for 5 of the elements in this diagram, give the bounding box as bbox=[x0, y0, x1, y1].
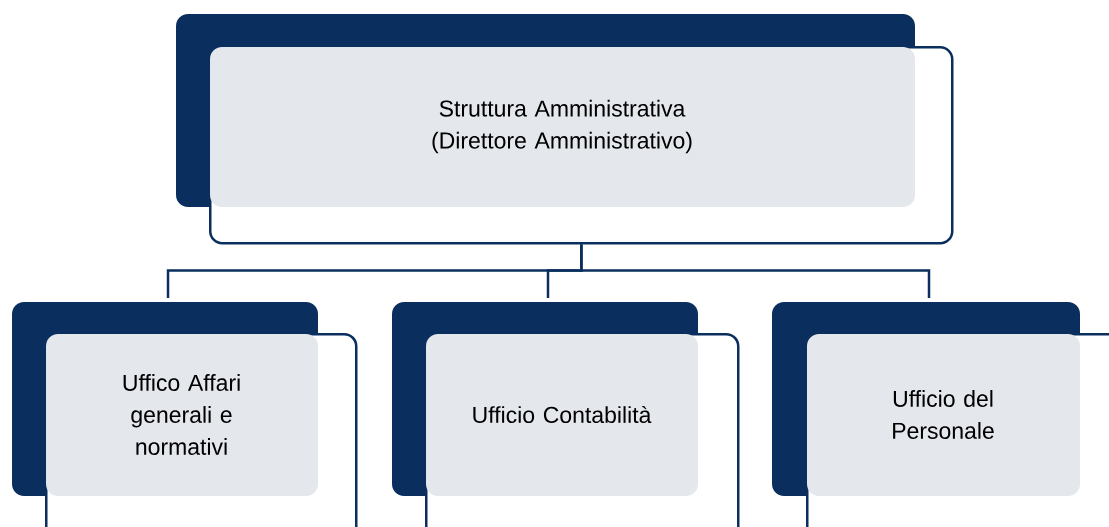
org-box: Ufficio Contabilità bbox=[392, 302, 740, 527]
org-box: Ufficio del Personale bbox=[772, 302, 1109, 527]
connector-line bbox=[580, 244, 931, 298]
org-box: Uffico Affari generali e normativi bbox=[12, 302, 358, 527]
org-box: Struttura Amministrativa (Direttore Amministrativo) bbox=[176, 14, 954, 245]
